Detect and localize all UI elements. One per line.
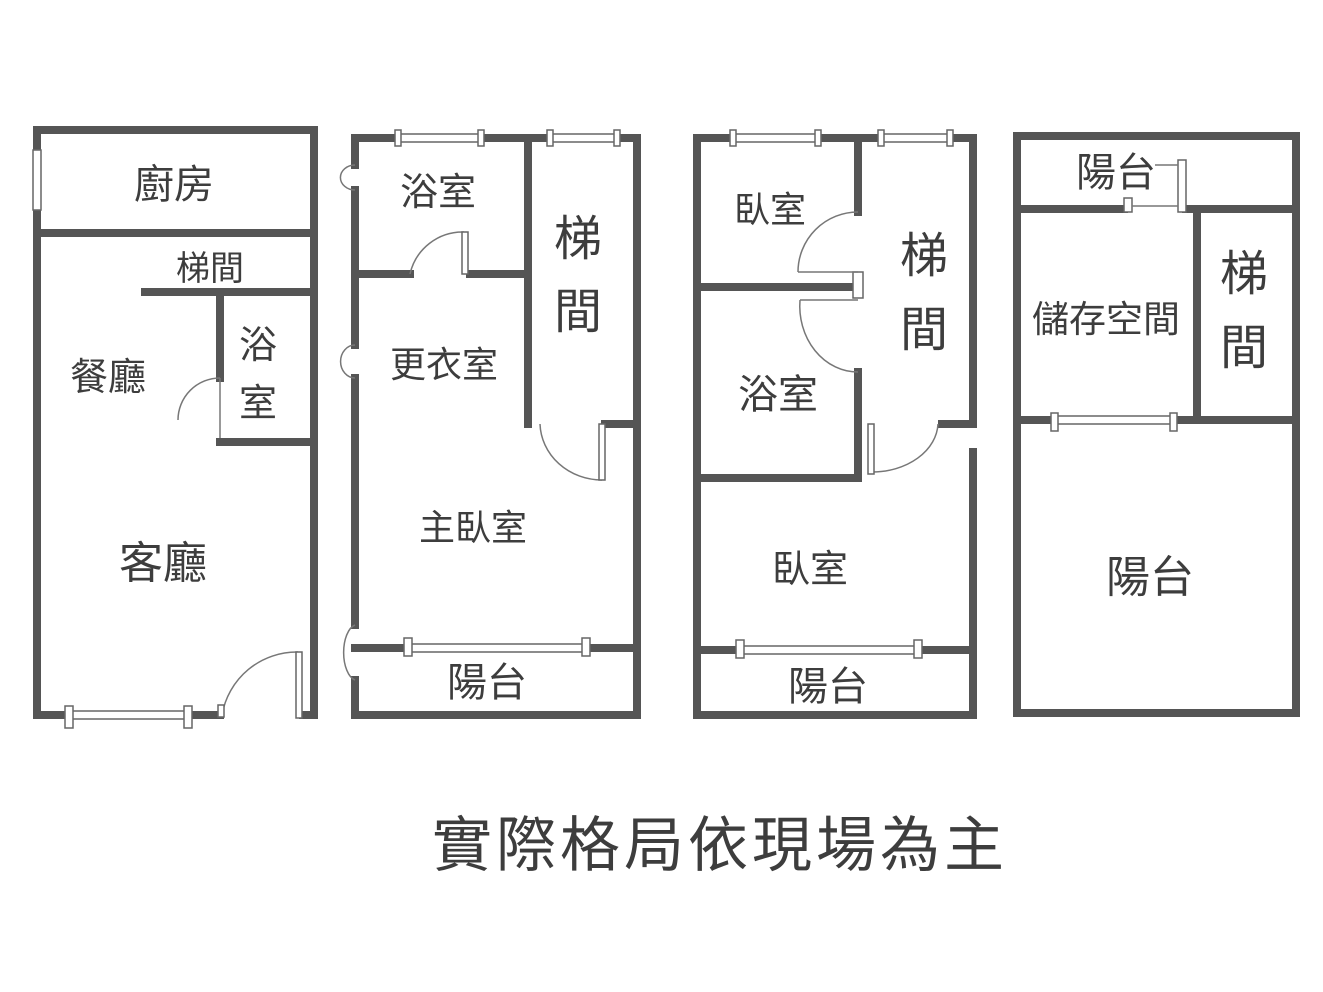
- master-bedroom-label: 主臥室: [419, 508, 527, 549]
- balcony-label: 陽台: [447, 660, 527, 706]
- balcony-label: 陽台: [788, 664, 868, 710]
- bedroom-label-bottom: 臥室: [772, 547, 848, 591]
- living-room-label: 客廳: [119, 538, 207, 589]
- floor-2-plan: 浴室 梯 間 更衣室 主臥室 陽台: [339, 129, 641, 719]
- stair-label-top: 梯: [1220, 246, 1268, 302]
- storage-room-label: 儲存空間: [1032, 298, 1180, 341]
- kitchen-label: 廚房: [134, 162, 214, 208]
- bathroom-label-bottom: 室: [239, 381, 277, 425]
- floor-1-plan: 廚房 梯間 餐廳 浴 室 客廳: [32, 126, 318, 729]
- stair-hall-label: 梯間: [176, 249, 244, 289]
- stair-label-bottom: 間: [900, 302, 948, 358]
- balcony-label-top: 陽台: [1076, 150, 1156, 196]
- dressing-room-label: 更衣室: [390, 345, 498, 386]
- stair-label-bottom: 間: [554, 284, 602, 340]
- bathroom-label: 浴室: [400, 170, 476, 214]
- floor-4-plan: 陽台 儲存空間 梯 間 陽台: [1013, 132, 1300, 717]
- bedroom-label-top: 臥室: [734, 190, 806, 231]
- layout-disclaimer-caption: 實際格局依現場為主: [432, 811, 1008, 881]
- stair-label-top: 梯: [900, 228, 948, 284]
- floor-3-plan: 臥室 梯 間 浴室 臥室 陽台: [693, 129, 977, 719]
- stair-label-bottom: 間: [1220, 320, 1268, 376]
- bathroom-label: 浴室: [738, 372, 818, 418]
- bathroom-label-top: 浴: [239, 323, 277, 367]
- dining-room-label: 餐廳: [70, 355, 146, 399]
- stair-label-top: 梯: [554, 211, 602, 267]
- balcony-label-bottom: 陽台: [1106, 552, 1194, 603]
